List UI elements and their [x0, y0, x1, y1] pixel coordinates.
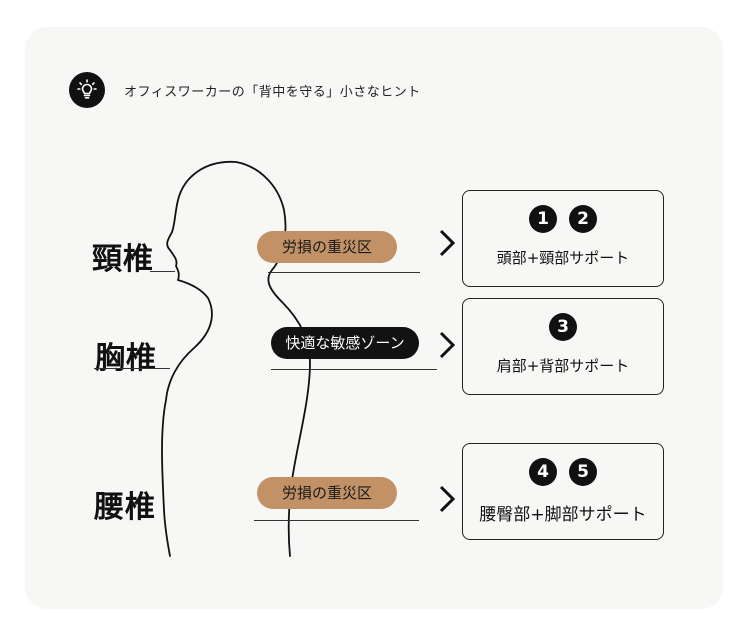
region-label-lumbar: 腰椎 — [94, 490, 156, 525]
support-label: 肩部+背部サポート — [496, 357, 630, 375]
tag-underline — [268, 272, 420, 273]
chevron-right-icon — [439, 229, 456, 257]
label-underline — [94, 368, 170, 369]
label-underline — [150, 271, 175, 272]
number-badge: 1 — [529, 205, 557, 233]
region-label-cervical: 頸椎 — [92, 242, 154, 277]
number-badge: 4 — [529, 458, 557, 486]
number-badge: 5 — [569, 458, 597, 486]
chevron-right-icon — [439, 485, 456, 513]
chevron-right-icon — [439, 331, 456, 359]
lightbulb-icon — [69, 72, 105, 108]
support-box-head-neck: 1 2 頭部+頸部サポート — [462, 190, 664, 287]
number-badge: 2 — [569, 205, 597, 233]
tag-strain-zone-cervical: 労損の重災区 — [257, 231, 397, 263]
tag-underline — [271, 369, 437, 370]
tag-underline — [254, 520, 419, 521]
support-label: 頭部+頸部サポート — [496, 249, 630, 267]
support-box-shoulder-back: 3 肩部+背部サポート — [462, 298, 664, 395]
region-label-thoracic: 胸椎 — [95, 341, 157, 376]
page-title: オフィスワーカーの「背中を守る」小さなヒント — [124, 85, 421, 100]
tag-strain-zone-lumbar: 労損の重災区 — [257, 477, 397, 509]
support-box-hip-leg: 4 5 腰臀部+脚部サポート — [462, 443, 664, 540]
tag-comfort-zone-thoracic: 快適な敏感ゾーン — [271, 327, 419, 359]
number-badge: 3 — [549, 313, 577, 341]
support-label: 腰臀部+脚部サポート — [479, 505, 647, 525]
